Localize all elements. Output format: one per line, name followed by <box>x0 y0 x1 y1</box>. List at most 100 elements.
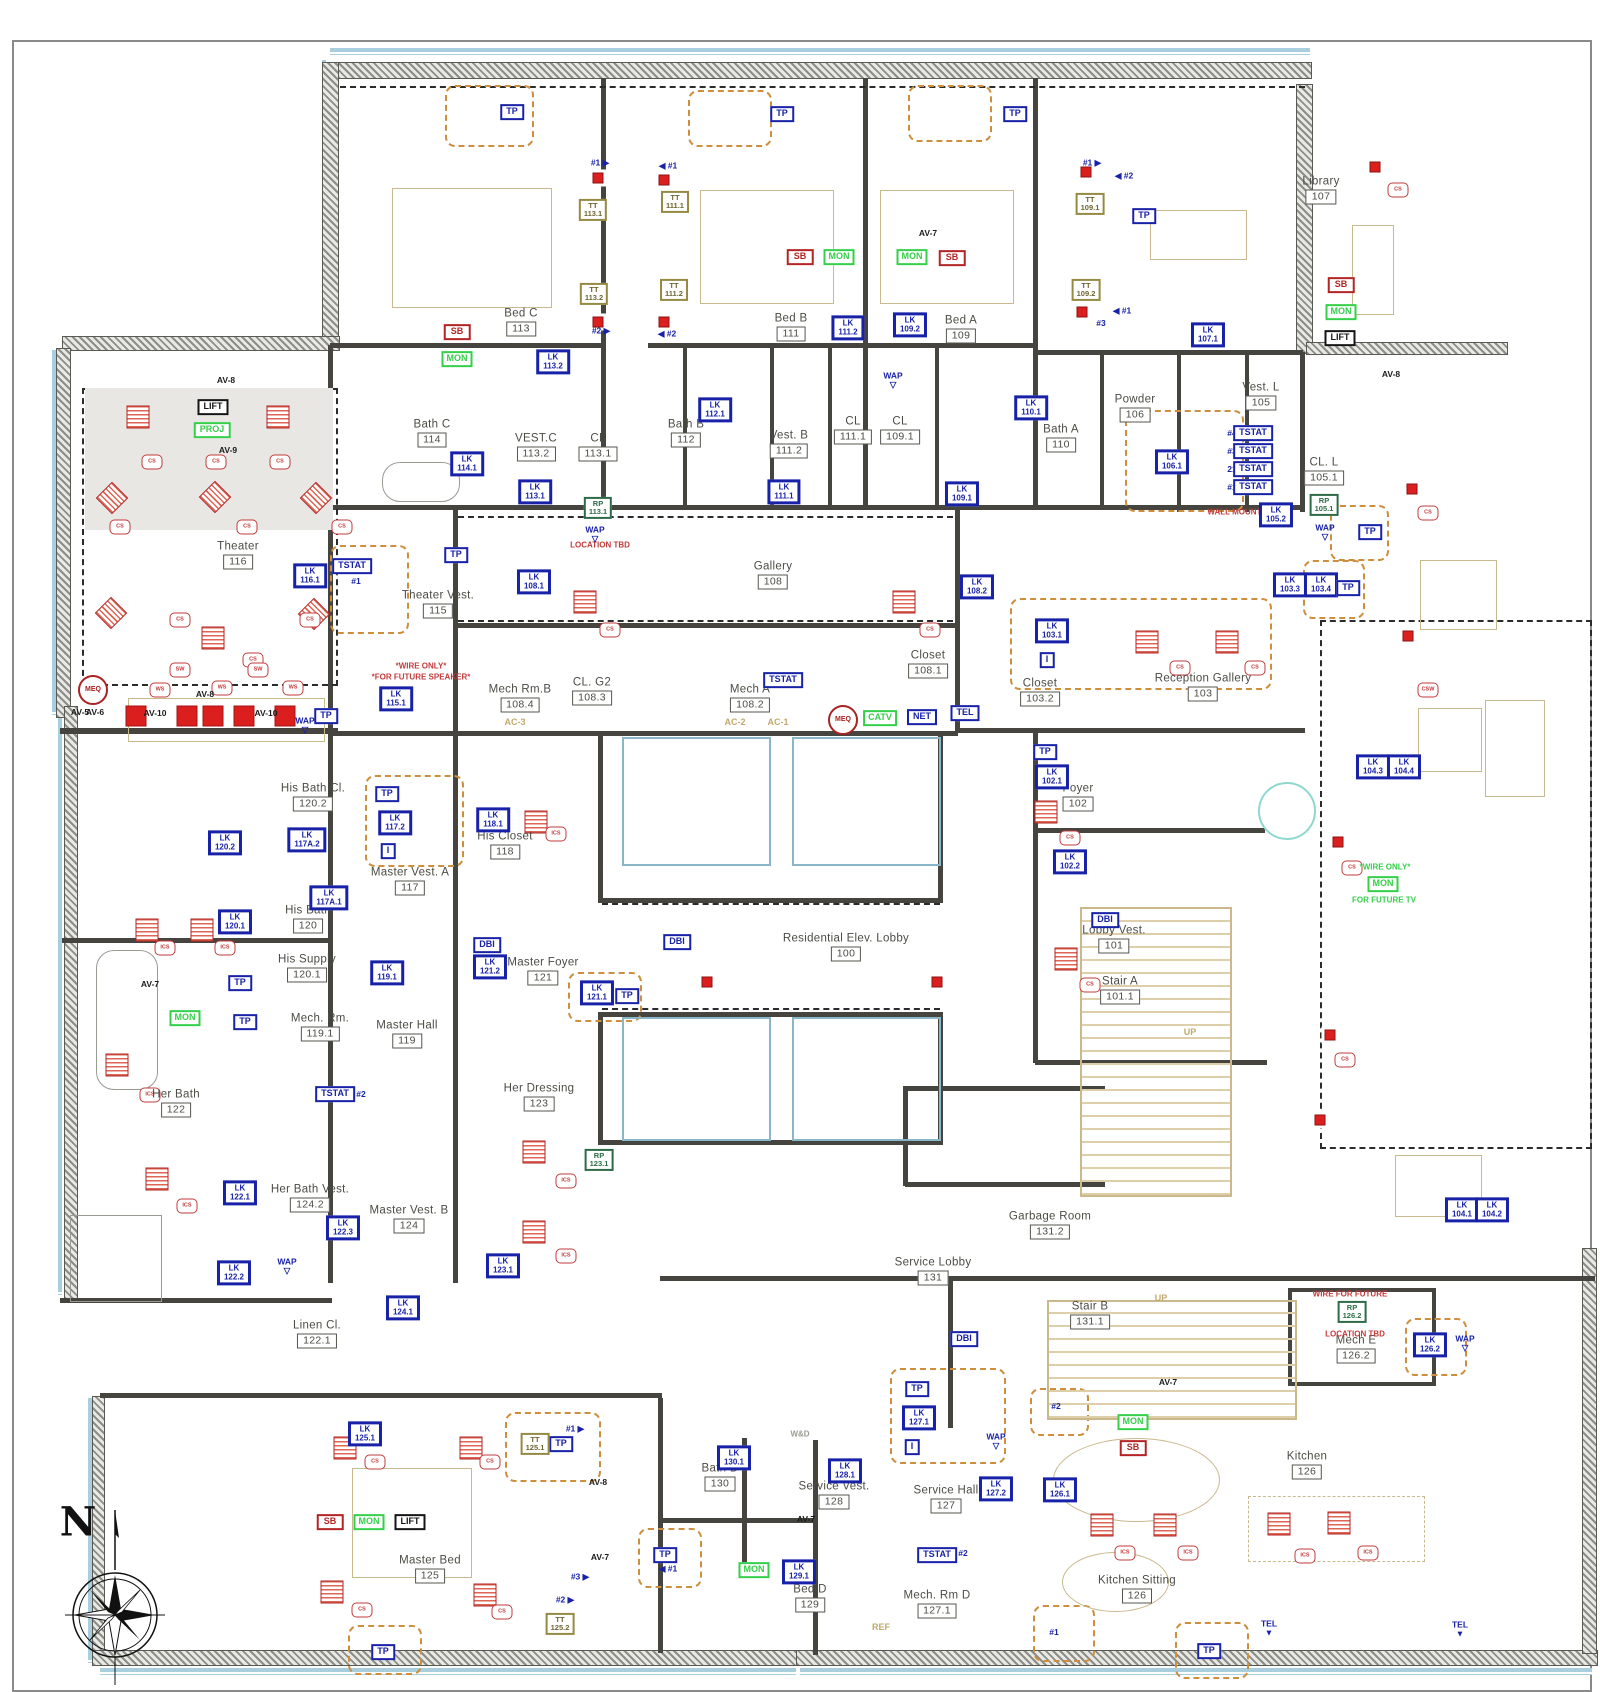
interior-wall <box>330 731 958 736</box>
tag-type: LK <box>1270 505 1282 515</box>
hex-tag-cs: CS <box>351 1602 373 1618</box>
tag-number: 121.1 <box>586 992 608 1001</box>
tag-mon-device: MON <box>169 1010 201 1026</box>
hex-tag-cs: CS <box>479 1454 501 1470</box>
tag-type: RP <box>593 1150 605 1160</box>
ceiling-speaker-zone <box>1175 1622 1249 1679</box>
speaker-icon <box>105 1053 129 1077</box>
tag-type: RP <box>1318 495 1330 505</box>
terrace-furniture <box>1395 1155 1482 1217</box>
tag-type: TT <box>1085 194 1095 204</box>
room-name: Vest. B <box>769 429 809 442</box>
speaker-icon <box>1321 1026 1339 1044</box>
room-number: 130 <box>704 1476 736 1492</box>
room-number: 106 <box>1119 407 1151 423</box>
room-number: 119 <box>392 1033 422 1049</box>
tag-type: LK <box>990 1479 1002 1489</box>
tag-number: 122.1 <box>229 1192 251 1201</box>
annotation-av-7: AV-7 <box>1158 1377 1178 1387</box>
tag-type: TT <box>588 200 598 210</box>
ceiling-speaker-zone <box>1125 410 1244 512</box>
tag-type: LK <box>728 1448 740 1458</box>
marker-label: WAP <box>585 524 605 535</box>
annotation-up: UP <box>1183 1027 1197 1037</box>
annotation-2: #2 <box>958 1548 968 1558</box>
interior-wall <box>1033 78 1038 508</box>
hex-tag-cs: CS <box>1341 860 1363 876</box>
tag-mon-device: MON <box>1367 876 1399 892</box>
tag-mon-device: MON <box>1325 304 1357 320</box>
speaker-icon <box>589 169 607 187</box>
bed-c-furniture <box>392 188 552 308</box>
tag-type: LK <box>793 1562 805 1572</box>
speaker-icon <box>266 405 290 429</box>
room-number: 126.2 <box>1336 1348 1376 1364</box>
tag-type: LK <box>228 1263 240 1273</box>
elevator-shaft <box>622 1017 771 1141</box>
room-number: 111.2 <box>769 443 809 459</box>
speaker-icon <box>201 626 225 650</box>
tag-tstat-device: TSTAT <box>315 1086 355 1102</box>
her-bath-tub <box>96 950 158 1090</box>
room-number: 124.2 <box>290 1197 330 1213</box>
tag-type: TT <box>530 1434 540 1444</box>
room-name: Foyer <box>1062 782 1094 795</box>
tag-number: 113.2 <box>584 293 604 302</box>
tag-number: 113.2 <box>543 361 563 370</box>
room-name: His Supply <box>278 953 336 966</box>
speaker-icon <box>145 1167 169 1191</box>
annotation-up: UP <box>1154 1293 1168 1303</box>
ceiling-speaker-zone <box>348 1625 422 1675</box>
tag-type: LK <box>1486 1200 1498 1210</box>
hex-tag-ics: ICS <box>176 1198 198 1214</box>
stair-a-treads <box>1080 907 1232 1197</box>
room-number: 126 <box>1121 1588 1153 1604</box>
tag-number: 123.1 <box>589 1159 609 1168</box>
interior-wall <box>1177 352 1181 512</box>
tag-tstat-device: TSTAT <box>1233 443 1273 459</box>
room-number: 113.1 <box>578 446 618 462</box>
annotation-1: #1 <box>1227 482 1237 492</box>
annotation-1: #1 ▶ <box>1082 157 1102 168</box>
her-shower <box>70 1215 162 1302</box>
hex-tag-ws: WS <box>282 680 304 696</box>
annotation-av-7: AV-7 <box>140 979 160 989</box>
annotation-av-8: AV-8 <box>1381 369 1401 379</box>
room-number: 119.1 <box>300 1026 340 1042</box>
ceiling-speaker-zone <box>1010 598 1272 690</box>
room-name: Residential Elev. Lobby <box>782 932 910 945</box>
room-number: 123 <box>523 1096 555 1112</box>
speaker-icon <box>1366 158 1384 176</box>
tag-type: LK <box>359 1424 371 1434</box>
tag-mon-device: MON <box>823 249 855 265</box>
room-label-his-bath-cl-120-2: His Bath Cl.120.2 <box>281 783 345 812</box>
room-number: 108 <box>757 574 789 590</box>
annotation-av-7: AV-7 <box>918 228 938 238</box>
annotation-ac-3: AC-3 <box>504 717 526 727</box>
room-name: CL <box>845 415 861 428</box>
room-number: 118 <box>490 844 520 860</box>
tag-type: LK <box>1054 1480 1066 1490</box>
room-name: Stair B <box>1071 1300 1109 1313</box>
tag-tp-device: TP <box>1132 208 1156 224</box>
room-number: 101 <box>1098 938 1130 954</box>
room-number: 128 <box>818 1494 850 1510</box>
marker-label: WAP <box>295 715 315 726</box>
